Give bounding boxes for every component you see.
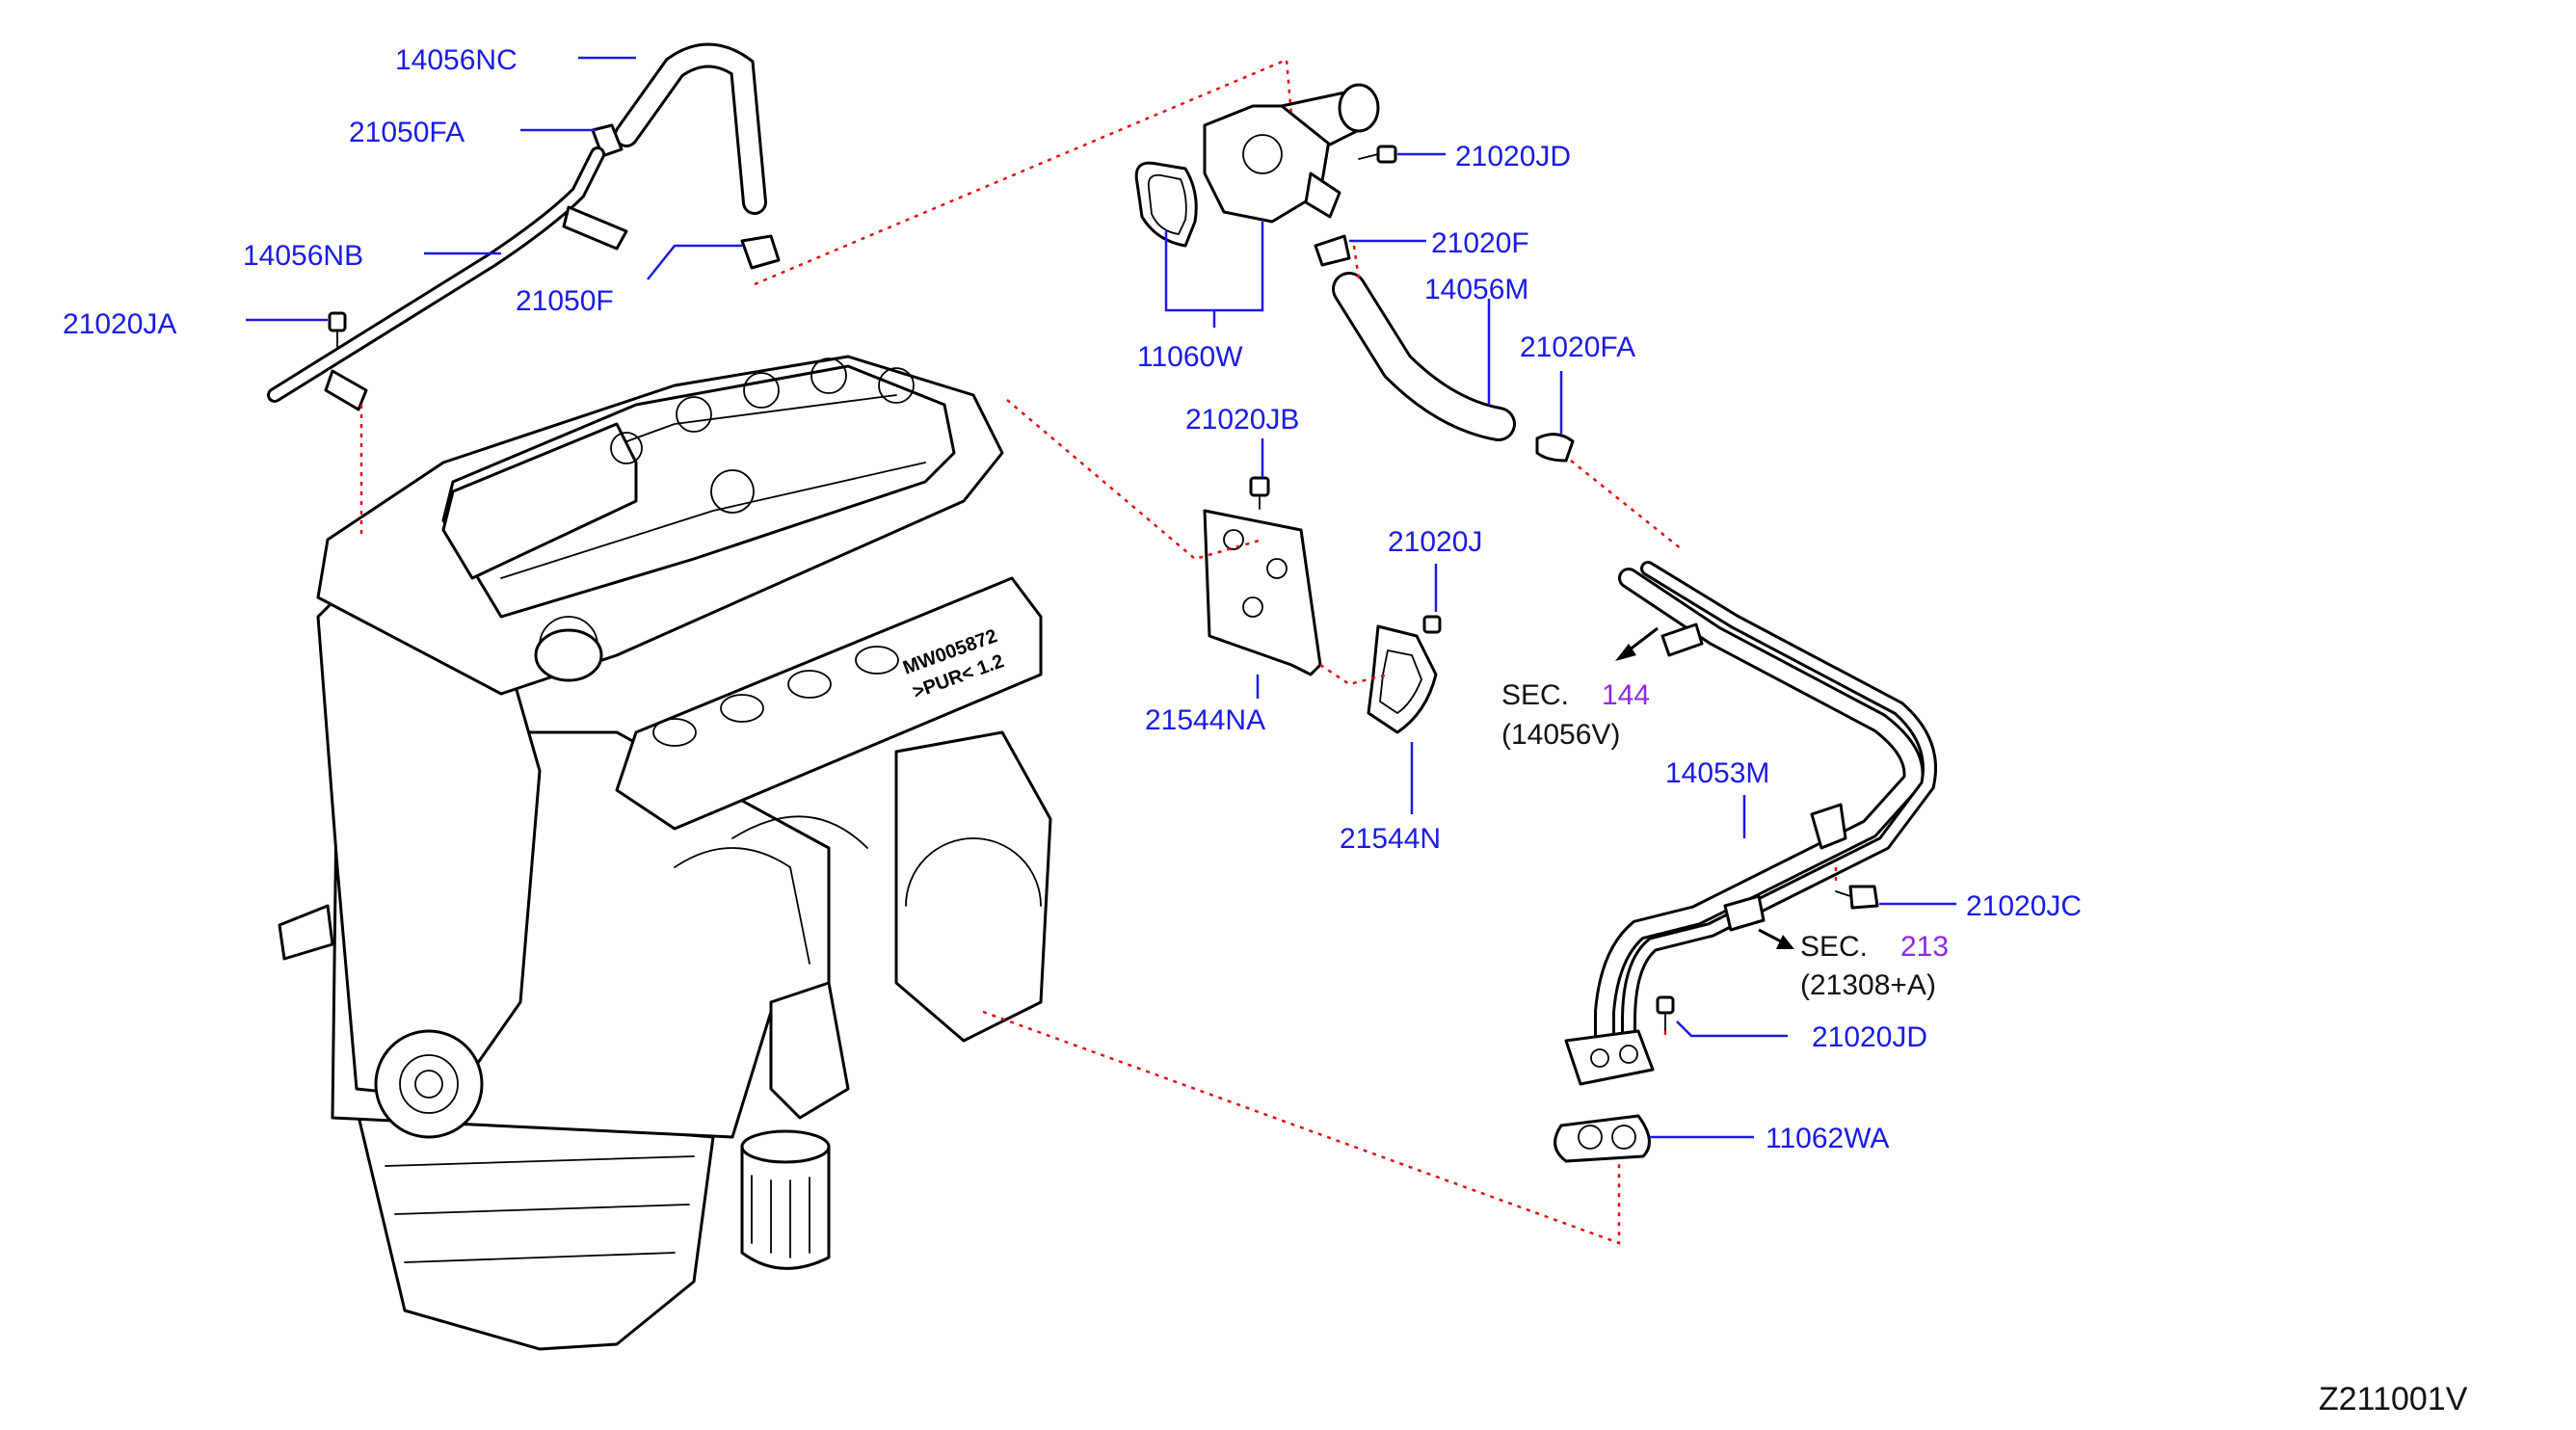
clamp-21050F [740,234,781,270]
diagram-code: Z211001V [2319,1381,2468,1417]
clamp-21020F [1314,234,1351,267]
bracket-21544NA [1203,509,1322,676]
label-21544N[interactable]: 21544N [1340,823,1441,855]
bolt-21020JD-bottom [1656,995,1675,1032]
bolt-21020JA [328,311,347,348]
bolt-21020JD-top [1358,145,1397,164]
sec-213-number[interactable]: 213 [1900,931,1949,963]
arrow-sec-213 [1758,928,1794,949]
leader-lines [246,56,1956,1139]
label-14053M[interactable]: 14053M [1665,757,1769,789]
label-14056NB[interactable]: 14056NB [243,240,363,272]
pipe-14056NB [267,146,628,411]
gasket-11060W [1134,161,1198,248]
label-14056M[interactable]: 14056M [1424,274,1528,305]
thermostat-housing [1203,83,1380,224]
label-21050FA[interactable]: 21050FA [349,117,465,148]
label-21020JA[interactable]: 21020JA [63,308,176,340]
sec-144-ref: (14056V) [1501,719,1620,751]
section-ref-213: SEC. 213 (21308+A) [1800,931,1949,1001]
sec-213-ref: (21308+A) [1800,969,1936,1001]
label-21544NA[interactable]: 21544NA [1145,704,1265,736]
label-21020J[interactable]: 21020J [1388,526,1482,558]
label-21020JC[interactable]: 21020JC [1966,890,2082,922]
sec-213-prefix: SEC. [1800,931,1868,963]
hose-14056NC [614,42,767,215]
bracket-21544N [1367,624,1438,734]
label-21020JB[interactable]: 21020JB [1185,404,1299,436]
label-21020JD-top[interactable]: 21020JD [1455,141,1571,172]
engine-assembly: MW005872 >PUR< 1.2 [278,355,1052,1351]
label-14056NC[interactable]: 14056NC [395,44,518,76]
bolt-21020J [1422,615,1442,634]
label-21020JD-bottom[interactable]: 21020JD [1812,1021,1927,1053]
bolt-21020JC [1835,885,1879,910]
label-11060W[interactable]: 11060W [1137,341,1243,373]
gasket-11062WA [1554,1114,1651,1163]
part-labels: 14056NC 21050FA 14056NB 21020JA 21050F 2… [63,44,2082,1154]
label-21050F[interactable]: 21050F [516,285,614,317]
bolt-21020JB [1249,476,1270,510]
arrow-sec-144 [1615,626,1659,661]
sec-144-prefix: SEC. [1501,679,1569,711]
sec-144-number[interactable]: 144 [1602,679,1650,711]
hose-14056M [1332,272,1516,441]
clamp-21020FA [1535,433,1575,463]
label-11062WA[interactable]: 11062WA [1766,1123,1889,1154]
label-21020FA[interactable]: 21020FA [1520,331,1635,363]
section-ref-144: SEC. 144 (14056V) [1501,679,1650,751]
reference-lines [359,58,1838,1245]
label-21020F[interactable]: 21020F [1431,227,1529,259]
pipe-14053M [1564,561,1937,1086]
